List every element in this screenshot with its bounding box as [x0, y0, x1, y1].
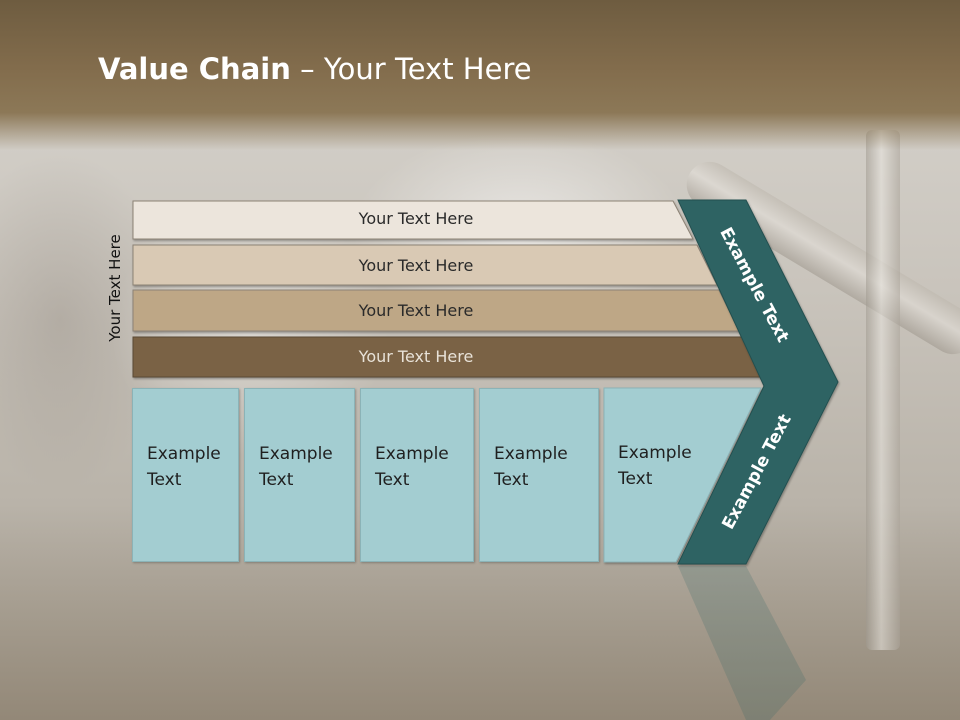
title-rest: Your Text Here: [323, 52, 532, 86]
title-band: [0, 0, 960, 150]
background-post: [866, 130, 900, 650]
slide-title[interactable]: Value Chain – Your Text Here: [98, 52, 532, 86]
box-shape-5[interactable]: [603, 387, 762, 563]
chevron-reflection: [678, 566, 806, 720]
strip-label-1: Your Text Here: [358, 209, 474, 228]
strip-shape-1[interactable]: [132, 200, 694, 240]
title-bold: Value Chain: [98, 52, 291, 86]
strip-label-4: Your Text Here: [358, 347, 474, 366]
strip-label-2: Your Text Here: [358, 256, 474, 275]
strip-label-3: Your Text Here: [358, 301, 474, 320]
title-separator: –: [290, 52, 324, 86]
chevron-arrow[interactable]: [677, 199, 839, 565]
